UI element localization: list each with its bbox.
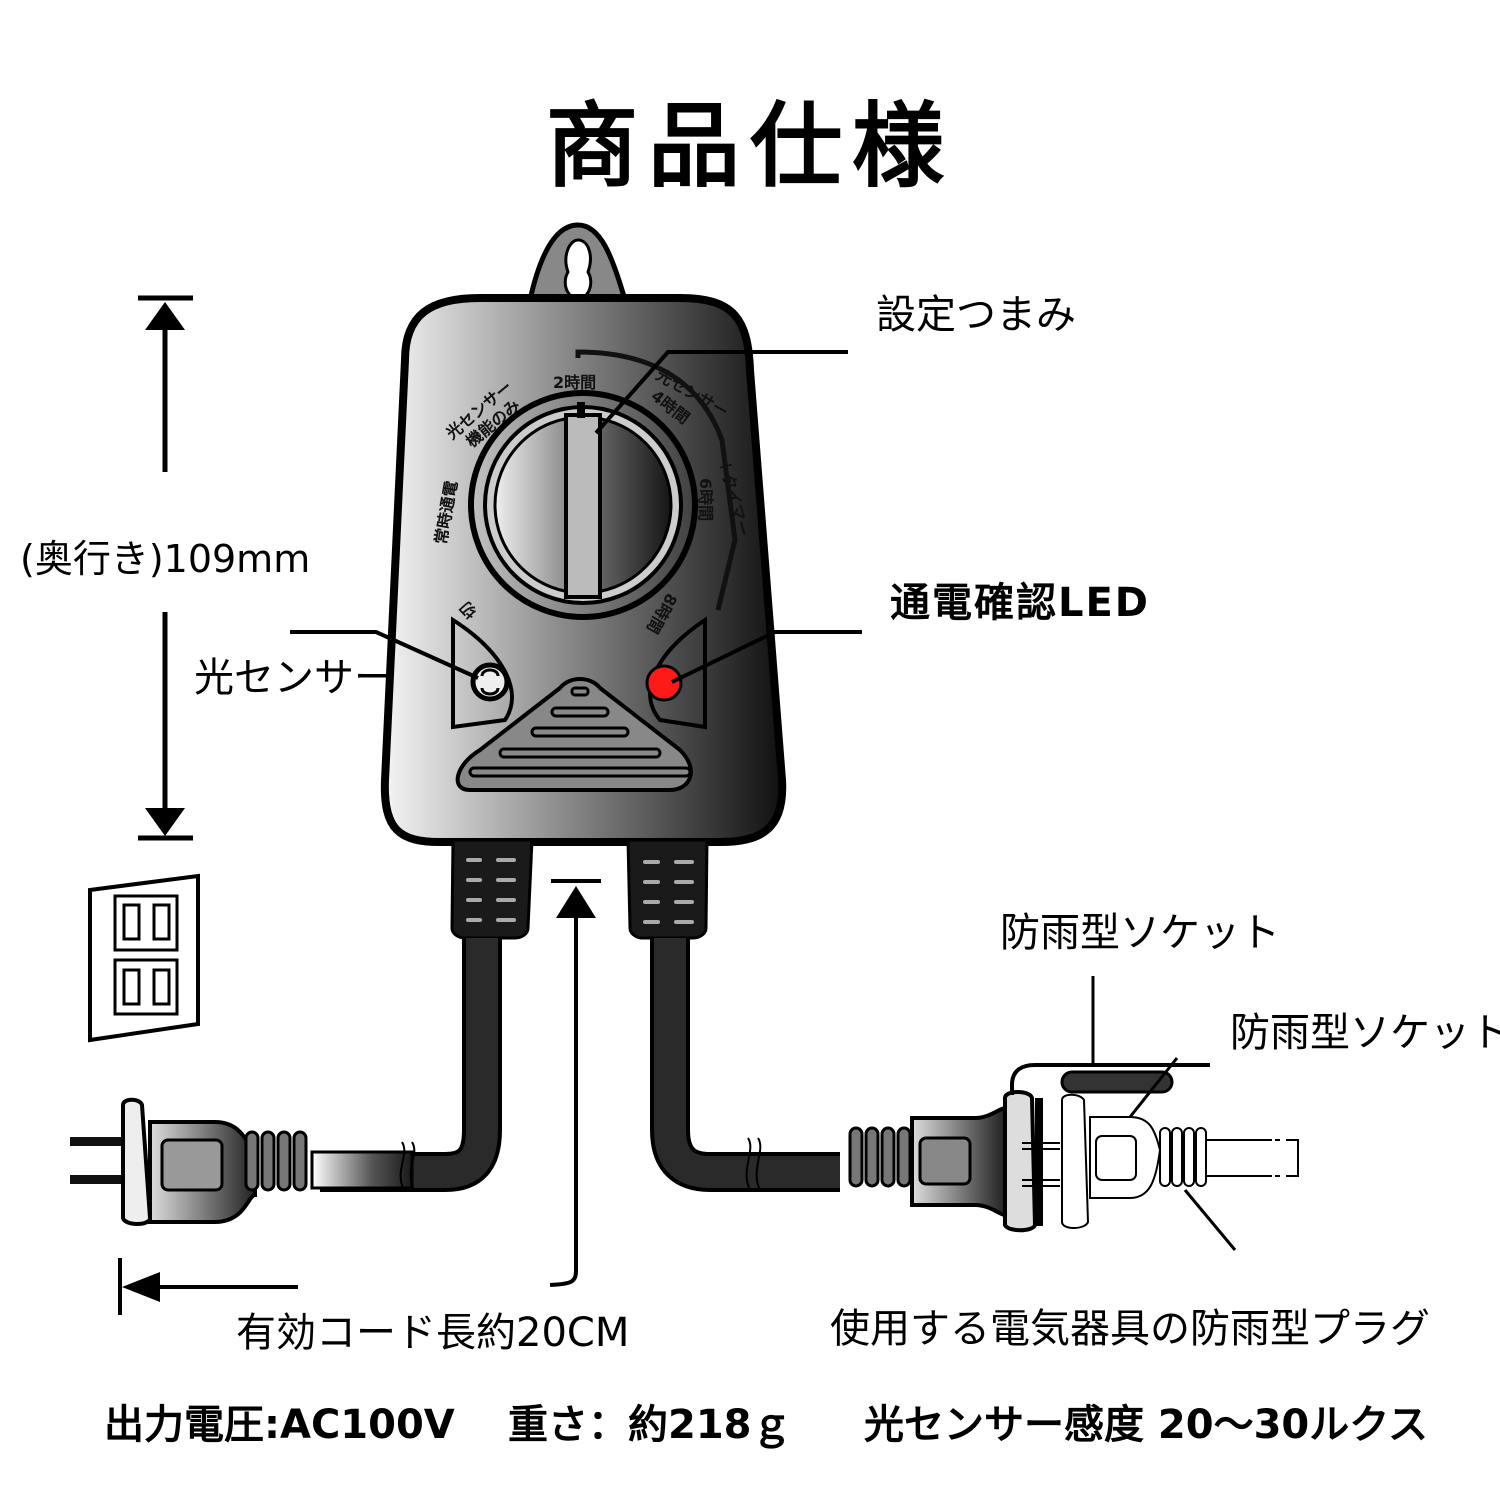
dial-scale: 2時間 [553, 349, 738, 611]
depth-dimension-arrow [138, 295, 193, 841]
hanging-hook [526, 222, 629, 303]
led-leader-line [671, 630, 862, 684]
strain-relief-left [450, 838, 534, 940]
mains-plug [70, 1097, 308, 1226]
spec-weight: 重さ：約218ｇ [508, 1402, 792, 1448]
power-led [645, 616, 707, 730]
device-plug-label: 使用する電気器具の防雨型プラグ [830, 1306, 1430, 1352]
sensor-leader-line [290, 630, 479, 680]
led-label: 通電確認LED [890, 580, 1151, 626]
page-title: 商品仕様 [545, 93, 954, 200]
svg-text:6時間: 6時間 [696, 478, 715, 521]
cord-right [650, 938, 840, 1192]
wall-outlet-icon [88, 873, 200, 1043]
spec-voltage: 出力電圧:AC100V [104, 1402, 455, 1448]
depth-label: (奥行き)109mm [20, 537, 311, 581]
spec-sensitivity: 光センサー感度 20〜30ルクス [864, 1402, 1429, 1448]
rainproof-socket [848, 976, 1210, 1233]
vent-grille [455, 677, 693, 792]
sensor-label: 光センサー [194, 655, 394, 701]
cord-left [320, 938, 502, 1192]
strain-relief-right [626, 838, 709, 940]
knob-label: 設定つまみ [876, 292, 1076, 338]
cord-length-arrow [118, 879, 601, 1315]
cord-length-label: 有効コード長約20CM [236, 1310, 630, 1356]
setting-knob[interactable] [468, 390, 698, 620]
knob-leader-line [594, 350, 848, 435]
device-rainproof-plug [1022, 1057, 1299, 1251]
light-sensor [451, 616, 514, 730]
socket-label-top: 防雨型ソケット [1000, 910, 1280, 956]
socket-label-right: 防雨型ソケット [1230, 1010, 1500, 1056]
dial-label-2h: 2時間 [553, 373, 596, 392]
